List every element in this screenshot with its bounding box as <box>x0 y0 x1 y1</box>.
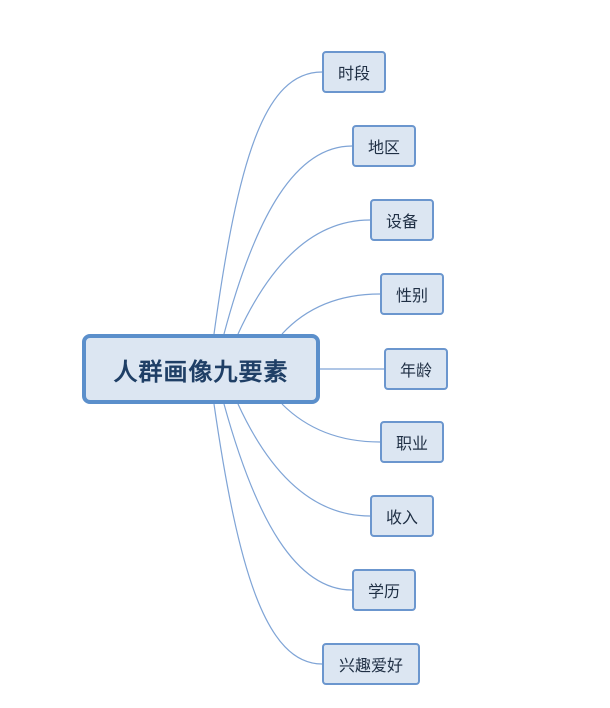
branch-node-interest[interactable]: 兴趣爱好 <box>322 643 420 685</box>
central-topic-label: 人群画像九要素 <box>113 357 289 386</box>
central-topic[interactable]: 人群画像九要素 <box>82 334 320 404</box>
connector-time <box>213 71 323 335</box>
branch-label-age: 年龄 <box>399 361 432 380</box>
branch-label-time: 时段 <box>337 64 370 83</box>
connector-income <box>237 403 371 517</box>
connector-gender <box>281 293 381 335</box>
branch-label-device: 设备 <box>385 212 418 231</box>
branch-node-device[interactable]: 设备 <box>370 199 434 241</box>
branch-label-income: 收入 <box>385 508 418 527</box>
connector-job <box>281 403 381 443</box>
connector-device <box>237 219 371 335</box>
branch-node-region[interactable]: 地区 <box>352 125 416 167</box>
branch-label-education: 学历 <box>367 582 400 601</box>
connector-interest <box>213 403 323 665</box>
connector-education <box>223 403 353 591</box>
branch-label-interest: 兴趣爱好 <box>338 656 403 675</box>
branch-node-income[interactable]: 收入 <box>370 495 434 537</box>
branch-label-region: 地区 <box>367 138 400 157</box>
branch-node-job[interactable]: 职业 <box>380 421 444 463</box>
branch-node-gender[interactable]: 性别 <box>380 273 444 315</box>
branch-node-education[interactable]: 学历 <box>352 569 416 611</box>
branch-label-job: 职业 <box>395 434 428 453</box>
branch-node-time[interactable]: 时段 <box>322 51 386 93</box>
branch-label-gender: 性别 <box>395 286 428 305</box>
branch-node-age[interactable]: 年龄 <box>384 348 448 390</box>
connector-region <box>223 145 353 335</box>
